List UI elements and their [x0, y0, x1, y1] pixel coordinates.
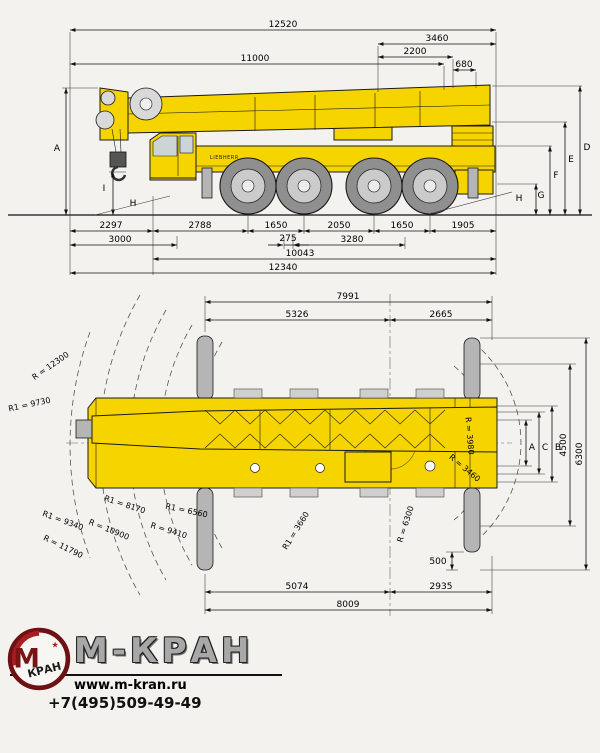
- side-view: LIEBHERR 1252: [8, 20, 592, 275]
- footer-divider: [10, 674, 282, 676]
- letter-d: D: [584, 143, 591, 153]
- letter-g: G: [538, 191, 545, 201]
- top-dims-bottom: 5074 2935 8009: [205, 582, 492, 612]
- wheels: [219, 157, 459, 215]
- crane-dimension-diagram: LIEBHERR 1252: [8, 20, 592, 616]
- side-dims-letters: A D E F G I H H: [54, 86, 591, 216]
- letter-a: A: [54, 144, 61, 154]
- radius-9410: R = 9410: [149, 521, 188, 541]
- dim-front-5074: 5074: [286, 582, 309, 592]
- side-dims-top: 12520 3460 2200 11000 680: [70, 20, 496, 72]
- dim-spread-6300: 6300: [575, 442, 585, 465]
- dim-boom-11000: 11000: [241, 54, 270, 64]
- side-dims-bottom: 2297 2788 1650 2050 1650 1905 3000 275 3…: [70, 221, 496, 275]
- rear-outrigger-jack: [467, 167, 479, 199]
- radius-9340: R1 = 9340: [41, 509, 84, 532]
- radius-10900: R = 10900: [87, 517, 130, 541]
- top-extension-lines: [204, 296, 590, 614]
- front-outrigger-jack: [201, 167, 213, 199]
- radius-8170: R1 = 8170: [103, 494, 146, 516]
- dim-bumper-axle1: 2788: [189, 221, 212, 231]
- m-kran-logo-icon: М КРАН ★: [7, 627, 71, 691]
- dim-axle2-axle3: 2050: [328, 221, 351, 231]
- phone-number: +7(495)509-49-49: [48, 694, 202, 712]
- top-dims-top: 7991 5326 2665: [205, 292, 492, 322]
- dim-axle3-axle4: 1650: [391, 221, 414, 231]
- brand-label: LIEBHERR: [210, 155, 239, 161]
- letter-e: E: [568, 155, 574, 165]
- letter-h-front: H: [130, 199, 137, 209]
- top-dims-right: 6300 4500 B C A 500: [429, 338, 588, 570]
- radius-12300: R = 12300: [30, 350, 70, 382]
- company-name: М-КРАН: [74, 631, 254, 671]
- website-url: www.m-kran.ru: [74, 678, 187, 693]
- radius-3980: R = 3980: [463, 417, 475, 455]
- dim-rear-overhang: 1905: [452, 221, 475, 231]
- dim-axle1-axle2: 1650: [265, 221, 288, 231]
- letter-c-top: C: [542, 443, 548, 453]
- dim-spread-4500: 4500: [559, 433, 569, 456]
- side-extension-lines: [62, 32, 582, 275]
- dim-base-8009: 8009: [337, 600, 360, 610]
- footer: М КРАН ★ М-КРАН www.m-kran.ru +7(495)509…: [0, 618, 600, 753]
- dim-slew-275: 275: [279, 234, 296, 244]
- outrigger-rear-bottom: [463, 487, 481, 553]
- dim-front-overhang: 2297: [100, 221, 123, 231]
- dim-rear-3460: 3460: [426, 34, 449, 44]
- dim-chassis-10043: 10043: [286, 249, 315, 259]
- letter-h-rear: H: [516, 194, 523, 204]
- dim-overall-12340: 12340: [269, 263, 298, 273]
- radius-6300: R = 6300: [396, 505, 416, 544]
- letter-f: F: [553, 171, 558, 181]
- top-view: R = 12300 R1 = 9730 R1 = 9340 R = 11790 …: [8, 292, 590, 616]
- dim-slew-3280: 3280: [341, 235, 364, 245]
- boom-top-view: [75, 406, 498, 453]
- wheel-axle1: [219, 157, 277, 215]
- wheels-top-view: [233, 388, 445, 498]
- dim-outrigger-7991: 7991: [337, 292, 360, 302]
- dim-rear-2200: 2200: [404, 47, 427, 57]
- dim-rear-2935: 2935: [430, 582, 453, 592]
- letter-a-top: A: [529, 443, 536, 453]
- cab-top-view: [344, 451, 392, 483]
- dim-overall-boom: 12520: [269, 20, 298, 30]
- telescopic-boom: [95, 84, 491, 141]
- wheel-axle3: [345, 157, 403, 215]
- dim-offset-500: 500: [429, 557, 446, 567]
- dim-rear-680: 680: [455, 60, 472, 70]
- outrigger-front-top: [196, 335, 214, 401]
- radius-9730: R1 = 9730: [8, 396, 52, 414]
- outrigger-rear-top: [463, 337, 481, 401]
- dim-rear-2665: 2665: [430, 310, 453, 320]
- outrigger-front-bottom: [196, 487, 214, 571]
- logo-star-icon: ★: [51, 640, 58, 650]
- counterweight: [451, 125, 494, 147]
- letter-i: I: [103, 184, 106, 194]
- logo-m-letter: М: [13, 643, 40, 674]
- dim-front-5326: 5326: [286, 310, 309, 320]
- driver-cab: [149, 132, 197, 179]
- wheel-axle4: [401, 157, 459, 215]
- radius-11790: R = 11790: [42, 533, 84, 560]
- radius-3660: R1 = 3660: [281, 510, 311, 551]
- letter-b-top: B: [555, 443, 561, 453]
- dim-front-3000: 3000: [109, 235, 132, 245]
- wheel-axle2: [275, 157, 333, 215]
